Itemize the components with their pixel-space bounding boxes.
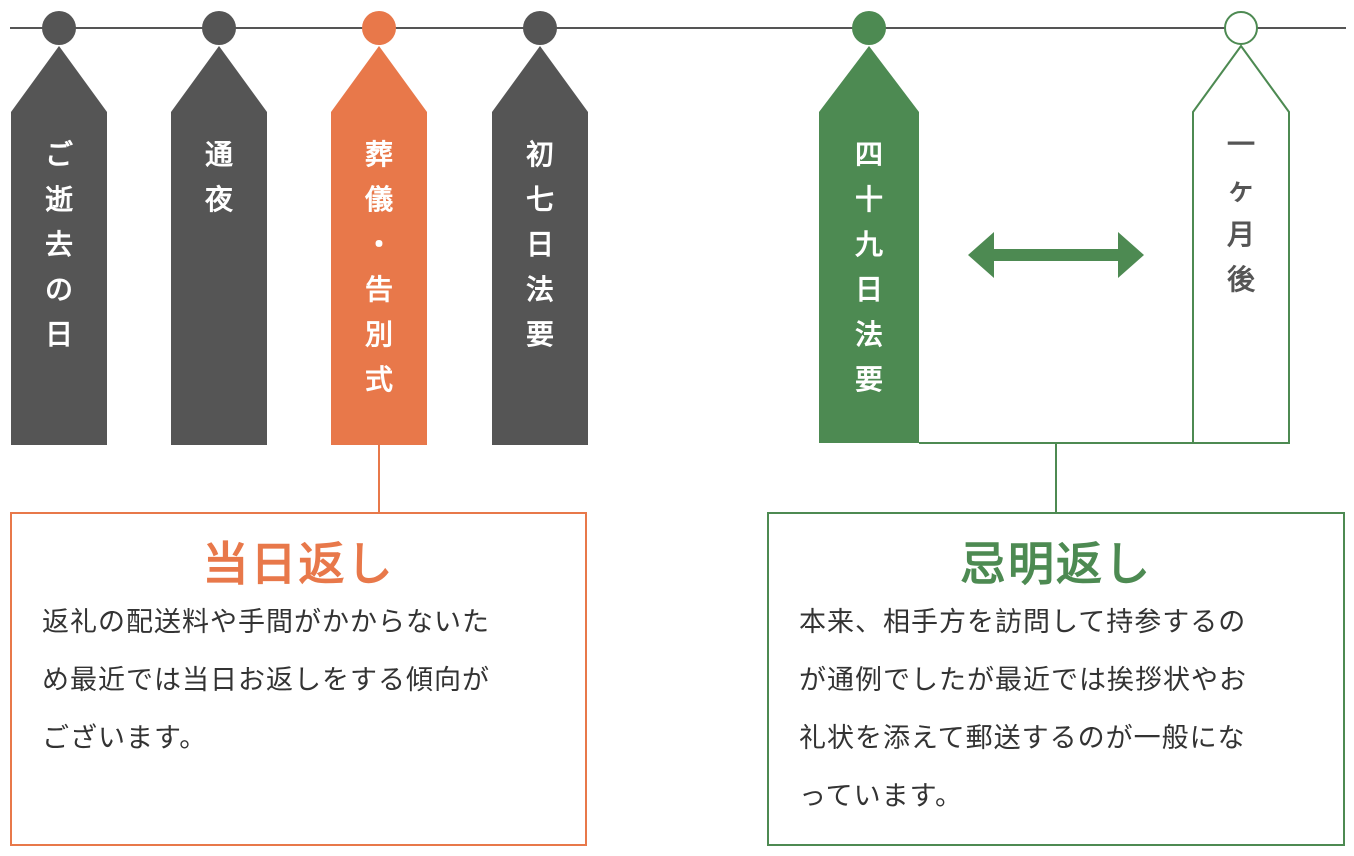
tag-label-char: 初 [525,138,554,171]
tag-label-funeral: 葬儀・告別式 [331,132,427,402]
kiake-return-description: 本来、相手方を訪問して持参するの が通例でしたが最近では挨拶状やお 礼状を添えて… [769,594,1343,826]
tag-label-char: 日 [44,318,73,351]
tag-label-char: 告 [364,273,393,306]
tag-label-char: 一 [1226,128,1255,161]
tag-label-wake: 通夜 [171,132,267,222]
same-day-return-title: 当日返し [202,537,395,591]
timeline-dot-seventh-day [523,11,557,45]
timeline-dot-forty-ninth-day [852,11,886,45]
tag-label-char: 法 [854,318,883,351]
tag-label-deceased-day: ご逝去の日 [11,132,107,357]
tag-label-seventh-day: 初七日法要 [492,132,588,357]
tag-label-char: 法 [525,273,554,306]
tag-label-char: 去 [44,228,73,261]
tag-label-char: 要 [525,318,554,351]
kiake-return-title: 忌明返し [960,537,1152,591]
same-day-return-line: め最近では当日お返しをする傾向が [42,665,490,696]
kiake-return-line: が通例でしたが最近では挨拶状やお [799,665,1247,696]
kiake-return-line: っています。 [799,781,963,812]
tag-label-char: 式 [364,363,393,396]
tag-label-char: 七 [525,183,554,216]
tag-label-char: 葬 [364,138,393,171]
tag-shape-wake [171,46,267,445]
tag-label-char: 九 [854,228,883,261]
tag-label-char: 後 [1226,263,1255,296]
kiake-return-line: 礼状を添えて郵送するのが一般にな [799,723,1246,754]
tag-label-char: 夜 [204,183,233,216]
tag-label-char: 月 [1226,218,1255,251]
same-day-return-box: 当日返し 返礼の配送料や手間がかからないた め最近では当日お返しをする傾向が ご… [10,512,587,846]
kiake-return-line: 本来、相手方を訪問して持参するの [799,607,1247,638]
tag-label-one-month-after: 一ヶ月後 [1193,122,1289,302]
same-day-return-description: 返礼の配送料や手間がかからないた め最近では当日お返しをする傾向が ございます。 [12,594,585,768]
timeline-dot-one-month-after [1224,11,1258,45]
tag-label-char: 通 [204,138,233,171]
tag-label-char: 日 [525,228,554,261]
tag-label-char: ヶ [1226,173,1255,206]
kiake-return-box: 忌明返し 本来、相手方を訪問して持参するの が通例でしたが最近では挨拶状やお 礼… [767,512,1345,846]
same-day-return-line: ございます。 [42,723,208,754]
tag-label-char: ・ [364,228,393,261]
timeline-dot-wake [202,11,236,45]
tag-label-char: の [44,273,73,306]
tag-label-char: 十 [854,183,883,216]
tag-label-char: 要 [854,363,883,396]
tag-shape-funeral [331,46,427,445]
tag-label-char: 別 [364,318,393,351]
tag-label-char: 儀 [364,183,393,216]
timeline-dot-funeral [362,11,396,45]
tag-label-forty-ninth-day: 四十九日法要 [821,132,917,402]
double-arrow-icon [968,232,1144,278]
tag-shape-deceased-day [11,46,107,445]
tag-label-char: ご [44,138,73,171]
timeline-dot-deceased-day [42,11,76,45]
same-day-return-line: 返礼の配送料や手間がかからないた [42,607,490,638]
tag-label-char: 四 [854,138,883,171]
tag-shape-one-month-after [1192,44,1290,444]
tag-shape-seventh-day [492,46,588,445]
tag-label-char: 逝 [44,183,73,216]
tag-shape-forty-ninth-day [819,46,919,443]
tag-label-char: 日 [854,273,883,306]
